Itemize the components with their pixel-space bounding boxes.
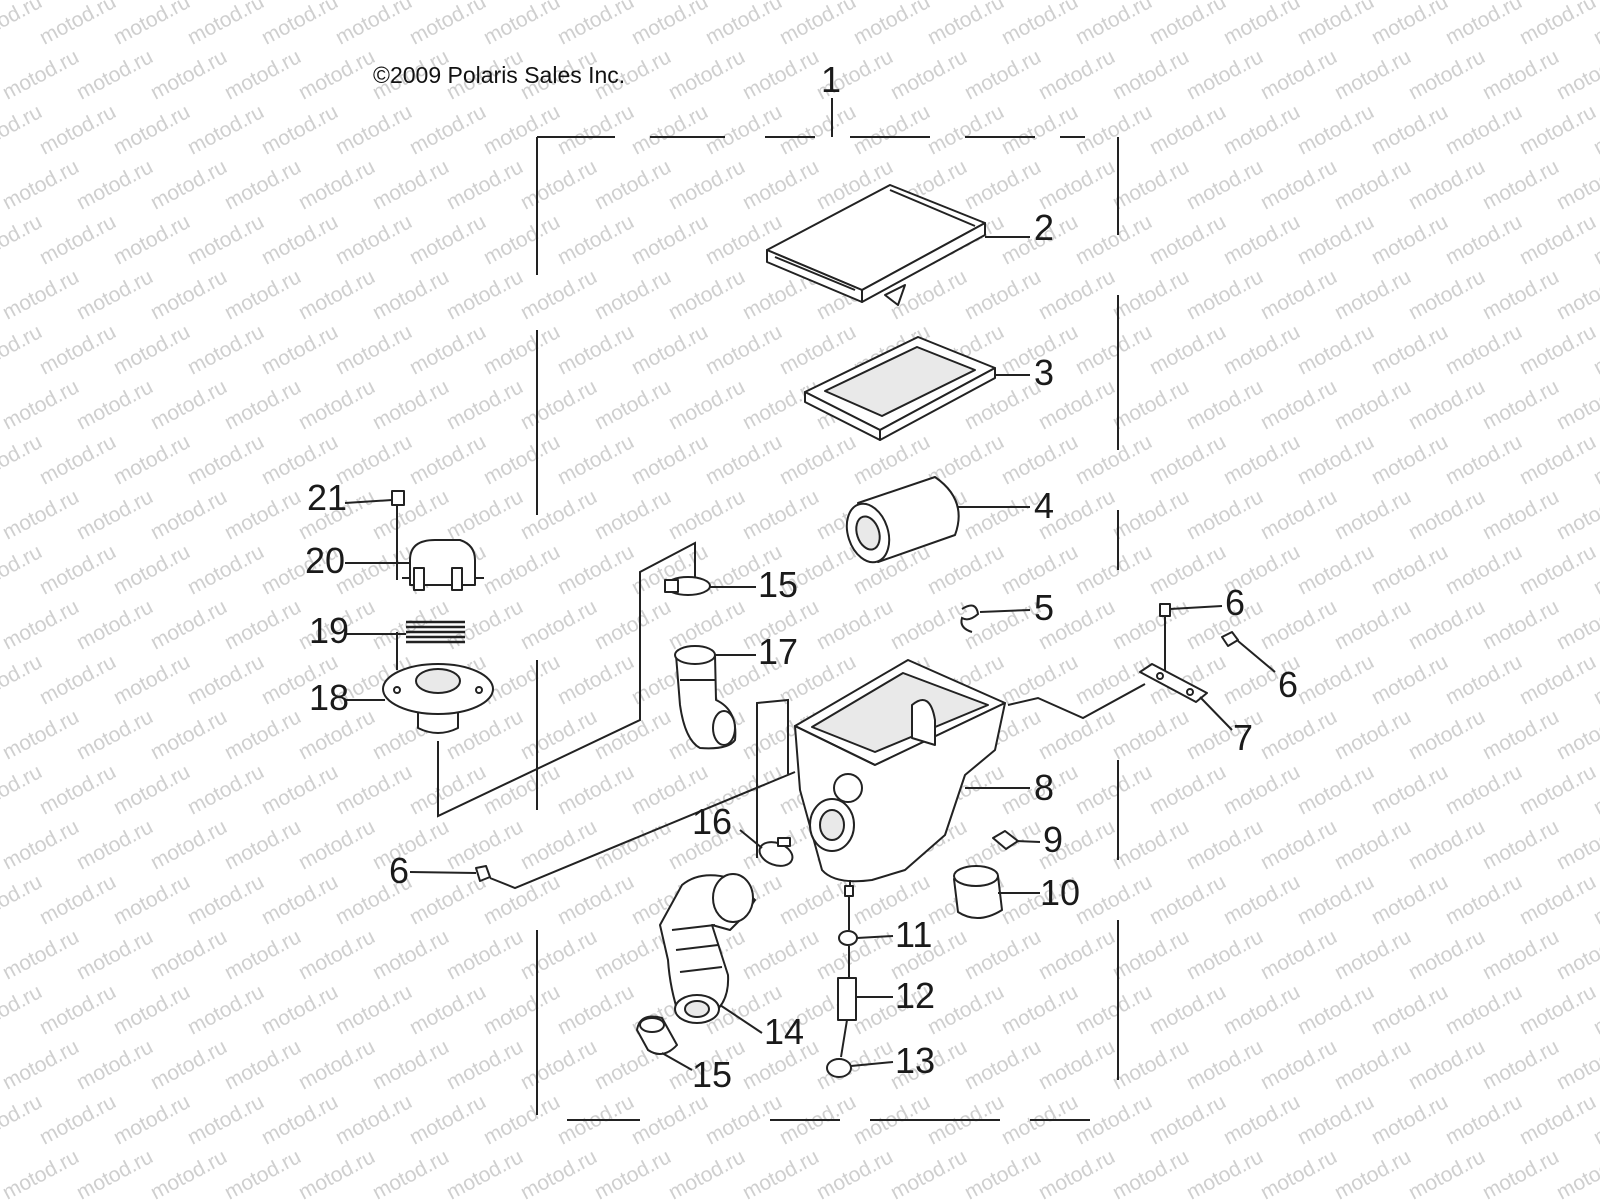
left-screw-part [475, 865, 491, 882]
label-filter-round: 4 [1034, 485, 1054, 526]
label-foam-pad: 9 [1043, 819, 1063, 860]
bracket-assembly-part [1007, 603, 1239, 720]
label-base: 18 [309, 677, 349, 718]
label-elbow: 17 [758, 631, 798, 672]
cover-part [766, 184, 986, 306]
clamp-upper-part [664, 576, 711, 596]
label-clip: 5 [1034, 587, 1054, 628]
clip-part [960, 604, 980, 633]
label-band: 10 [1040, 872, 1080, 913]
label-assembly: 1 [821, 59, 841, 100]
label-filter-panel: 3 [1034, 352, 1054, 393]
foam-pad-part [992, 830, 1019, 850]
label-intake-duct: 14 [764, 1011, 804, 1052]
label-drain-clamp: 11 [895, 914, 932, 955]
clamp-lower-part [636, 1015, 678, 1055]
label-screw-right-top: 6 [1225, 582, 1245, 623]
clamp-mid-part [758, 837, 794, 867]
top-screw-part [391, 490, 405, 670]
intake-duct-part [659, 873, 756, 1024]
label-drain-tube: 12 [895, 975, 935, 1016]
drain-assembly-part [826, 885, 858, 1078]
label-drain-plug: 13 [895, 1040, 935, 1081]
copyright-text: ©2009 Polaris Sales Inc. [373, 62, 625, 88]
label-cap: 20 [305, 540, 345, 581]
band-part [953, 865, 1003, 919]
round-filter-part [845, 476, 960, 564]
callout-labels: 1 2 3 4 5 6 6 7 8 9 10 11 12 13 14 15 16… [305, 59, 1298, 1095]
label-clamp-upper: 15 [758, 564, 798, 605]
label-screen: 19 [309, 610, 349, 651]
base-part [382, 663, 494, 734]
elbow-part [674, 645, 737, 750]
label-screw-left: 6 [389, 850, 409, 891]
leader-lines [344, 236, 1276, 1071]
cap-part [402, 539, 484, 591]
label-clamp-mid: 16 [692, 801, 732, 842]
label-cover: 2 [1034, 207, 1054, 248]
assembly-frame [536, 98, 1119, 1121]
label-airbox: 8 [1034, 767, 1054, 808]
label-bracket: 7 [1233, 717, 1253, 758]
label-clamp-lower: 15 [692, 1054, 732, 1095]
panel-filter-part [804, 336, 996, 441]
airbox-part [794, 659, 1006, 890]
routing-lines [437, 541, 796, 890]
label-screw-right-mid: 6 [1278, 664, 1298, 705]
label-screw-top: 21 [307, 477, 347, 518]
screen-part [406, 620, 465, 644]
